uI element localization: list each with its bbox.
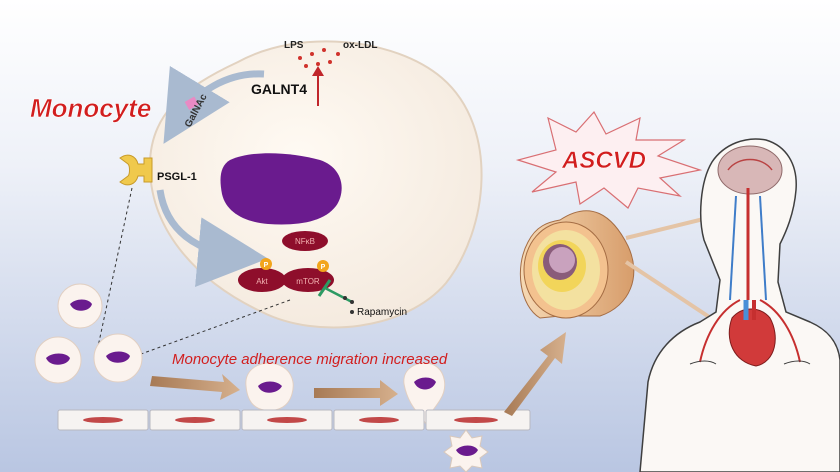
- migrating-monocyte: [403, 362, 446, 426]
- adherence-arrow-2: [314, 380, 398, 406]
- artery-cross-section-icon: [519, 210, 635, 319]
- phospho-akt-label: P: [264, 262, 269, 269]
- endothelium-layer: [57, 409, 531, 431]
- membrane-arrow-bottom: [156, 189, 268, 288]
- monocyte-nucleus: [220, 153, 342, 225]
- galnt4-label: GALNT4: [251, 81, 307, 97]
- rapamycin-dot: [350, 300, 354, 304]
- zoom-line-right: [129, 299, 291, 359]
- adherence-arrow-1: [150, 374, 240, 400]
- akt-node: [238, 268, 286, 292]
- small-monocyte: [57, 283, 103, 329]
- mtor-label: mTOR: [296, 277, 320, 286]
- galnac-marker: [184, 96, 199, 110]
- nfkb-label: NFκB: [295, 237, 315, 246]
- rapamycin-inhibition-line: [324, 286, 353, 304]
- small-monocyte: [34, 336, 82, 384]
- zoom-line-left: [95, 187, 133, 357]
- progression-arrow: [504, 332, 566, 416]
- ascvd-label: ASCVD: [561, 147, 646, 174]
- rapamycin-inhibition-bar: [317, 279, 332, 297]
- transmigrated-monocyte: [443, 429, 489, 472]
- phospho-akt-icon: [260, 258, 272, 270]
- oxldl-label: ox-LDL: [343, 40, 377, 51]
- human-figure-icon: [639, 138, 840, 472]
- rapamycin-dot: [343, 296, 347, 300]
- psgl1-label: PSGL-1: [157, 171, 197, 183]
- akt-label: Akt: [256, 277, 268, 286]
- rapamycin-label: Rapamycin: [357, 307, 407, 318]
- ligand-dots: [298, 48, 340, 68]
- receptor-icon: [119, 154, 153, 186]
- phospho-mtor-icon: [317, 260, 329, 272]
- ligand-arrow-head: [312, 66, 324, 76]
- nfkb-node: [282, 231, 328, 251]
- lps-label: LPS: [284, 40, 304, 51]
- star-burst-icon: [515, 110, 703, 209]
- small-monocyte: [93, 333, 143, 383]
- mtor-node: [282, 268, 334, 292]
- adherence-label: Monocyte adherence migration increased: [172, 351, 448, 368]
- monocyte-title: Monocyte: [30, 93, 151, 123]
- rapamycin-dot: [350, 310, 354, 314]
- adhered-monocyte: [245, 362, 294, 411]
- membrane-arrow-top: [163, 65, 265, 144]
- phospho-mtor-label: P: [321, 264, 326, 271]
